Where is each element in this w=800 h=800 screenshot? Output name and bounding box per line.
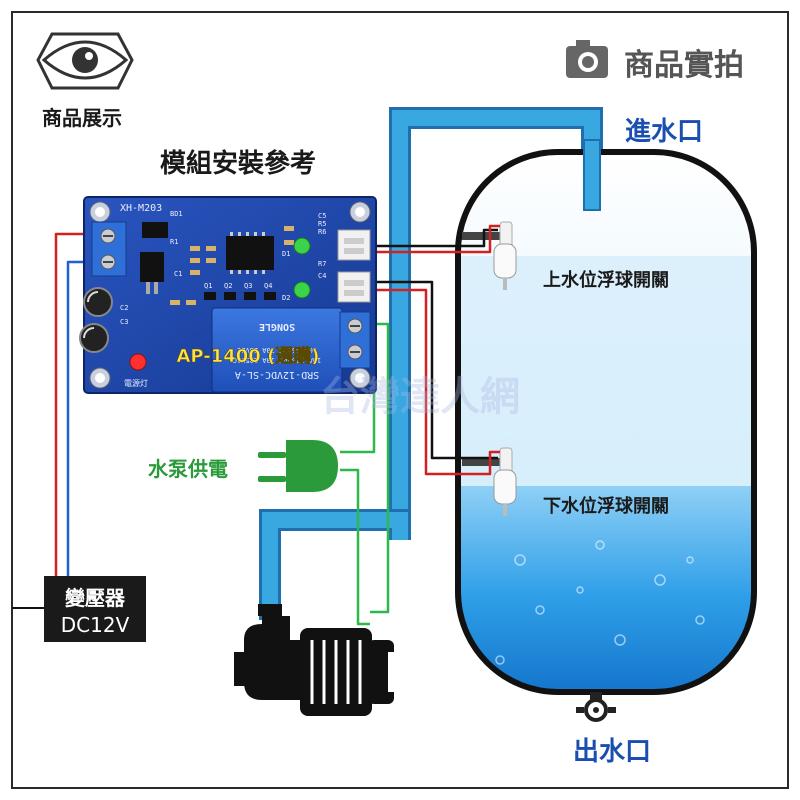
showcase-badge: 商品展示 xyxy=(36,32,134,130)
pump-feed-pipe xyxy=(259,509,411,620)
outlet-label: 出水口 xyxy=(573,737,651,767)
product-tag: AP-1400 (選購) xyxy=(176,345,319,367)
pcb-label: Q1 xyxy=(204,282,212,290)
eye-badge-icon xyxy=(36,32,134,90)
camera-icon xyxy=(566,40,608,78)
upper-float-label: 上水位浮球開關 xyxy=(543,269,669,291)
pcb-label: D1 xyxy=(282,250,290,258)
wire-lower-red xyxy=(372,288,500,476)
voltage-regulator xyxy=(140,252,164,282)
outer-frame xyxy=(11,11,789,789)
pcb-label: C4 xyxy=(318,272,326,280)
pcb-label: Q4 xyxy=(264,282,272,290)
pcb-label: C5 xyxy=(318,212,326,220)
pcb-label: C3 xyxy=(120,318,128,326)
capacitor-2 xyxy=(79,323,109,353)
outlet-valve-icon xyxy=(576,692,616,722)
photo-tag-text: 商品實拍 xyxy=(624,48,744,83)
wire-upper-red xyxy=(372,224,500,254)
power-led xyxy=(129,353,147,371)
relay-rating-1: 10A 250VAC 10A 125VAC xyxy=(233,356,322,364)
pcb-label: C2 xyxy=(120,304,128,312)
pcb-label: R6 xyxy=(318,228,326,236)
lower-float-connector xyxy=(337,271,371,303)
pcb-label: R1 xyxy=(170,238,178,246)
inlet-label: 進水口 xyxy=(625,117,703,147)
led-upper xyxy=(293,237,311,255)
badge-text: 商品展示 xyxy=(42,106,122,130)
transformer-box: 變壓器 DC12V xyxy=(44,576,146,642)
pcb-label: R5 xyxy=(318,220,326,228)
upper-float-connector xyxy=(337,229,371,261)
led-lower xyxy=(293,281,311,299)
wire-pump-green-3 xyxy=(340,468,370,626)
water-body xyxy=(458,486,754,692)
module-model: XH-M203 xyxy=(120,203,162,214)
capacitor-1 xyxy=(83,287,113,317)
lower-float-label: 下水位浮球開關 xyxy=(543,495,669,517)
wire-lower-black xyxy=(372,280,498,460)
water-pump-icon xyxy=(234,604,396,716)
controller-module: XH-M203 電源灯 xyxy=(79,196,377,394)
pcb-label: V3 xyxy=(356,376,364,384)
control-ic xyxy=(226,236,274,270)
water-tank xyxy=(455,139,757,695)
relay-model: SRD-12VDC-SL-A xyxy=(235,369,319,380)
bridge-rectifier xyxy=(142,222,168,238)
power-plug-icon xyxy=(258,440,338,492)
pcb-label: D2 xyxy=(282,294,290,302)
photo-tag: 商品實拍 xyxy=(566,40,744,83)
relay-rating-2: 10A 30VDC 10A 28VDC xyxy=(237,346,317,354)
pcb-label: Q3 xyxy=(244,282,252,290)
transformer-label-2: DC12V xyxy=(61,613,130,637)
upper-float-switch xyxy=(462,221,517,290)
relay-brand: SONGLE xyxy=(259,321,295,332)
pcb-label: BD1 xyxy=(170,210,183,218)
pcb-label: C1 xyxy=(174,270,182,278)
transformer-label-1: 變壓器 xyxy=(65,586,126,610)
watermark: 台灣達人網 xyxy=(320,374,520,420)
pcb-label: R7 xyxy=(318,260,326,268)
lower-float-switch xyxy=(462,447,517,516)
diagram-title: 模組安裝參考 xyxy=(160,148,316,179)
pump-power-label: 水泵供電 xyxy=(148,457,228,481)
water-bubbles xyxy=(495,540,705,665)
pcb-label: Q2 xyxy=(224,282,232,290)
power-led-label: 電源灯 xyxy=(124,378,148,388)
